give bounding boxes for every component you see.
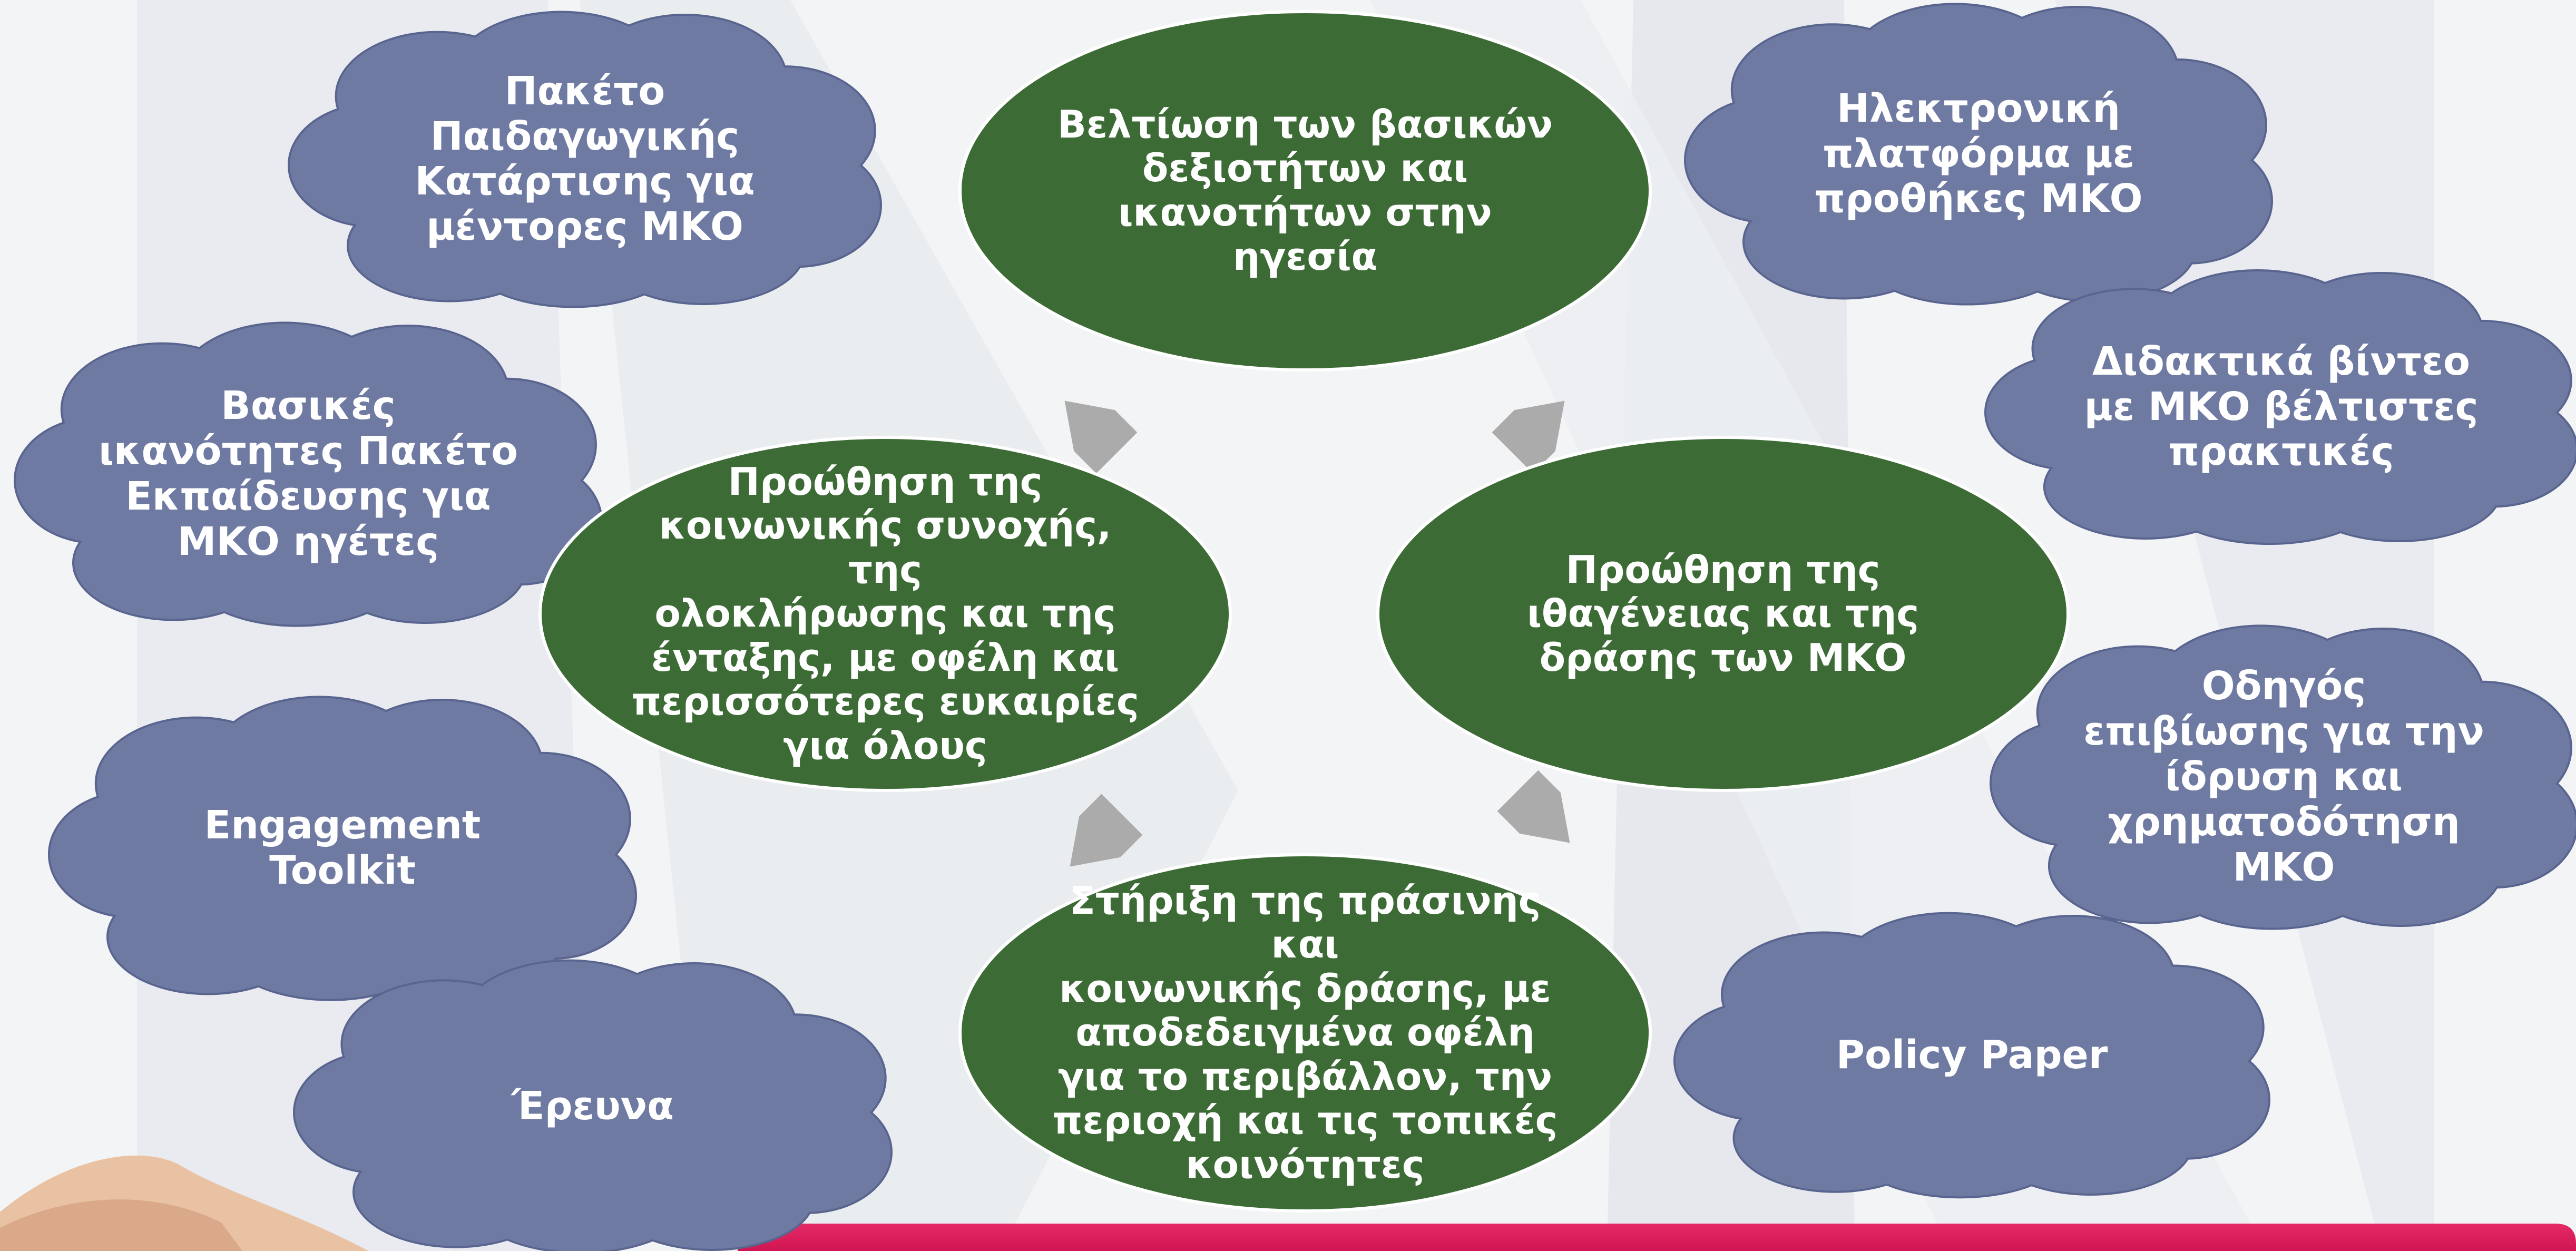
output-cloud-policy-paper	[1673, 912, 2270, 1199]
output-cloud-engagement-toolkit	[48, 696, 637, 1001]
goal-ellipses	[538, 10, 2070, 1213]
hand-image	[0, 1155, 369, 1251]
arrow-icon	[1497, 770, 1570, 843]
output-cloud-survival-guide	[1990, 624, 2576, 930]
output-cloud-pedagogical-package	[288, 11, 882, 308]
goal-ellipse-citizenship	[1376, 436, 2070, 792]
arrow-icon	[1070, 794, 1143, 867]
cycle-arrows	[1064, 400, 1570, 867]
output-cloud-e-platform	[1684, 3, 2273, 306]
bottom-banner	[738, 1224, 2576, 1251]
goal-ellipse-green-action	[958, 853, 1652, 1213]
output-cloud-research	[293, 959, 893, 1251]
output-clouds	[14, 3, 2576, 1251]
goal-ellipse-cohesion	[538, 436, 1232, 792]
output-cloud-training-videos	[1984, 269, 2576, 545]
arrow-icon	[1064, 400, 1138, 474]
goal-ellipse-leadership	[958, 10, 1652, 372]
arrow-icon	[1492, 400, 1565, 474]
output-cloud-basic-skills-package	[14, 321, 603, 627]
